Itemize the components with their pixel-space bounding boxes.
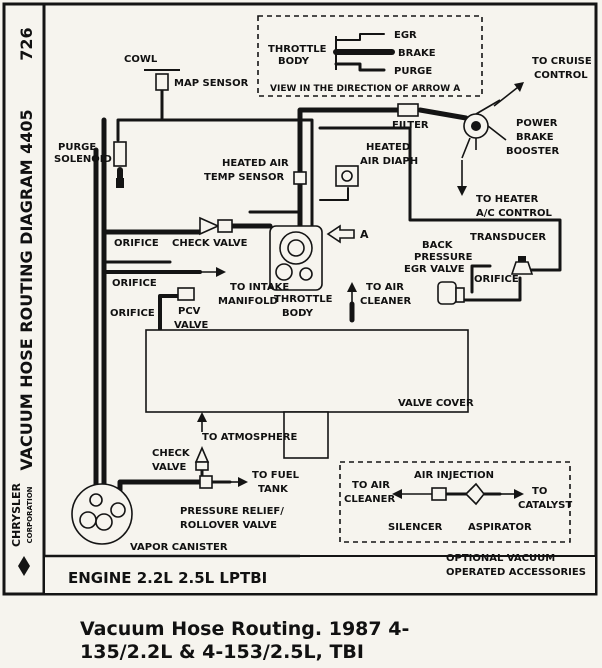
page-number: 726 [17, 27, 36, 60]
label-purge-1: PURGE [58, 142, 96, 153]
label-cruise-1: TO CRUISE [532, 56, 592, 67]
ai-catalyst-2: CATALYST [518, 500, 572, 511]
check-valve-2 [194, 445, 210, 471]
label-valve-cover: VALVE COVER [398, 398, 474, 409]
air-injection-box [339, 461, 571, 543]
label-pressure-2: ROLLOVER VALVE [180, 520, 277, 531]
label-pcv-1: PCV [178, 306, 201, 317]
label-intake-2: MANIFOLD [218, 296, 278, 307]
label-check-valve: CHECK VALVE [172, 238, 248, 249]
inset-purge: PURGE [394, 66, 432, 77]
label-air-cleaner-2: CLEANER [360, 296, 411, 307]
purge-solenoid [113, 141, 127, 167]
label-bp-1: BACK [422, 240, 454, 251]
label-pressure-1: PRESSURE RELIEF/ [180, 506, 284, 517]
inset-egr: EGR [394, 30, 417, 41]
pentastar-logo [18, 556, 30, 576]
air-injection-title: AIR INJECTION [414, 470, 494, 481]
ai-silencer: SILENCER [388, 522, 443, 533]
label-orifice-1: ORIFICE [114, 238, 159, 249]
egr-valve [437, 281, 465, 305]
brand-line1: CHRYSLER [10, 482, 23, 547]
label-pcv-2: VALVE [174, 320, 209, 331]
label-transducer: TRANSDUCER [470, 232, 546, 243]
check-valve [199, 216, 233, 236]
label-air-cleaner-1: TO AIR [366, 282, 404, 293]
label-cruise-2: CONTROL [534, 70, 588, 81]
label-heated-temp-1: HEATED AIR [222, 158, 289, 169]
legend-line2: OPERATED ACCESSORIES [446, 567, 586, 578]
label-heater-2: A/C CONTROL [476, 208, 552, 219]
label-purge-2: SOLENOID [54, 154, 112, 165]
label-bp-2: PRESSURE [414, 252, 473, 263]
label-check2-2: VALVE [152, 462, 187, 473]
caption-line2: 135/2.2L & 4-153/2.5L, TBI [80, 641, 364, 663]
label-cowl: COWL [124, 54, 158, 65]
inset-box [257, 15, 483, 97]
label-throttle-2: BODY [282, 308, 314, 319]
ai-aspirator: ASPIRATOR [468, 522, 532, 533]
label-fuel-2: TANK [258, 484, 289, 495]
label-orifice-4: ORIFICE [110, 308, 155, 319]
atmosphere-vent [283, 411, 329, 459]
label-diaph-2: AIR DIAPH [360, 156, 418, 167]
label-fuel-1: TO FUEL [252, 470, 300, 481]
label-map-sensor: MAP SENSOR [174, 78, 249, 89]
label-orifice-2: ORIFICE [474, 274, 519, 285]
label-brake-1: POWER [516, 118, 558, 129]
label-brake-2: BRAKE [516, 132, 554, 143]
valve-cover [145, 329, 469, 413]
heated-air-temp-sensor [293, 171, 307, 185]
ai-catalyst-1: TO [532, 486, 547, 497]
label-atmosphere: TO ATMOSPHERE [202, 432, 297, 443]
engine-label-box [43, 555, 597, 595]
vapor-canister [71, 483, 133, 545]
caption-line1: Vacuum Hose Routing. 1987 4- [80, 618, 410, 640]
caption: Vacuum Hose Routing. 1987 4- 135/2.2L & … [0, 618, 602, 664]
label-heated-temp-2: TEMP SENSOR [204, 172, 285, 183]
inset-note: VIEW IN THE DIRECTION OF ARROW A [270, 84, 460, 94]
brand-line2: CORPORATION [26, 486, 34, 543]
label-heater-1: TO HEATER [476, 194, 539, 205]
silencer [431, 487, 447, 501]
label-orifice-3: ORIFICE [112, 278, 157, 289]
label-intake-1: TO INTAKE [230, 282, 289, 293]
side-title: VACUUM HOSE ROUTING DIAGRAM 4405 [17, 109, 36, 470]
inset-throttle-line2: BODY [278, 56, 310, 67]
label-vapor-canister: VAPOR CANISTER [130, 542, 228, 553]
throttle-body [269, 225, 323, 291]
ai-air-cleaner-2: CLEANER [344, 494, 395, 505]
pcv-valve [177, 287, 195, 301]
label-brake-3: BOOSTER [506, 146, 559, 157]
aspirator [464, 482, 486, 506]
label-check2-1: CHECK [152, 448, 191, 459]
transducer [510, 256, 534, 275]
label-arrow-a: A [360, 228, 369, 241]
engine-label: ENGINE 2.2L 2.5L LPTBI [68, 569, 267, 587]
label-throttle-1: THROTTLE [274, 294, 333, 305]
arrow-a [326, 224, 355, 244]
label-diaph-1: HEATED [366, 142, 410, 153]
label-filter: FILTER [392, 120, 429, 131]
inset-brake: BRAKE [398, 48, 436, 59]
inset-throttle-line1: THROTTLE [268, 44, 327, 55]
pressure-relief-valve [199, 475, 213, 489]
map-sensor [155, 73, 169, 91]
ai-air-cleaner-1: TO AIR [352, 480, 390, 491]
legend-line1: OPTIONAL VACUUM [446, 553, 555, 564]
power-brake-booster [461, 99, 507, 159]
label-bp-3: EGR VALVE [404, 264, 465, 275]
filter [397, 103, 419, 117]
